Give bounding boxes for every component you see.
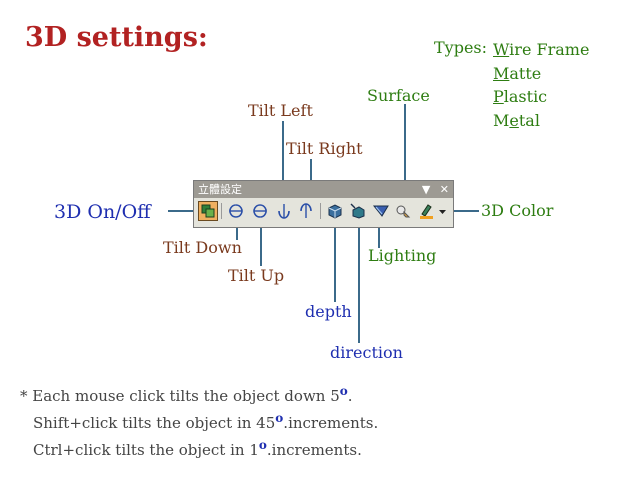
toolbar-separator xyxy=(221,203,222,219)
type-plastic: Plastic xyxy=(493,87,548,106)
leader-tilt-up xyxy=(260,222,262,266)
leader-lighting xyxy=(378,222,380,248)
label-tilt-down: Tilt Down xyxy=(163,238,242,257)
type-matte: Matte xyxy=(493,63,542,83)
types-list: Wire Frame Matte Plastic Metal xyxy=(493,38,589,132)
direction-icon xyxy=(350,203,365,219)
leader-3d-on-off xyxy=(168,210,197,212)
leader-tilt-right xyxy=(310,159,312,190)
page-title: 3D settings: xyxy=(25,22,208,53)
label-3d-color: 3D Color xyxy=(481,201,554,220)
leader-depth xyxy=(334,222,336,302)
chevron-down-icon xyxy=(439,210,446,214)
type-metal: Metal xyxy=(493,110,540,130)
3d-on-off-icon xyxy=(201,204,215,218)
toolbar-menu-icon[interactable]: ▼ xyxy=(421,183,431,196)
depth-button[interactable] xyxy=(326,202,344,220)
direction-button[interactable] xyxy=(349,202,367,220)
depth-icon xyxy=(328,204,342,219)
leader-direction xyxy=(358,222,360,343)
tilt-up-button[interactable] xyxy=(251,202,269,220)
label-lighting: Lighting xyxy=(368,246,437,265)
label-tilt-left: Tilt Left xyxy=(248,101,313,120)
toolbar-title: 立體設定 xyxy=(198,183,242,196)
3d-color-button[interactable] xyxy=(418,202,436,220)
3d-on-off-button[interactable] xyxy=(198,201,218,221)
tilt-left-icon xyxy=(278,204,290,219)
lighting-button[interactable] xyxy=(372,202,390,220)
leader-surface xyxy=(404,104,406,206)
leader-tilt-left xyxy=(282,121,284,190)
tilt-up-icon xyxy=(253,204,267,218)
usage-notes: * Each mouse click tilts the object down… xyxy=(20,380,378,461)
leader-3d-color xyxy=(448,210,479,212)
surface-icon xyxy=(396,205,411,218)
label-surface: Surface xyxy=(367,86,430,105)
tilt-down-button[interactable] xyxy=(227,202,245,220)
close-icon[interactable]: ✕ xyxy=(439,183,449,196)
label-depth: depth xyxy=(305,302,352,321)
label-3d-on-off: 3D On/Off xyxy=(54,201,151,223)
tilt-left-button[interactable] xyxy=(275,202,293,220)
note-line-1: * Each mouse click tilts the object down… xyxy=(20,384,353,405)
3d-settings-toolbar: 立體設定 ▼ ✕ xyxy=(193,180,454,228)
3d-color-dropdown[interactable] xyxy=(438,202,447,220)
toolbar-separator xyxy=(320,203,321,219)
types-label: Types: xyxy=(434,38,488,57)
tilt-down-icon xyxy=(229,204,243,218)
note-line-2: Shift+click tilts the object in 45o.incr… xyxy=(33,411,379,432)
surface-button[interactable] xyxy=(394,202,412,220)
lighting-icon xyxy=(372,205,389,217)
note-line-3: Ctrl+click tilts the object in 1o.increm… xyxy=(33,438,362,459)
label-direction: direction xyxy=(330,343,403,362)
label-tilt-up: Tilt Up xyxy=(228,266,285,285)
label-tilt-right: Tilt Right xyxy=(286,139,363,158)
3d-color-icon xyxy=(420,204,433,219)
tilt-right-icon xyxy=(300,203,312,218)
tilt-right-button[interactable] xyxy=(297,202,315,220)
leader-tilt-down xyxy=(236,222,238,240)
toolbar-title-bar[interactable]: 立體設定 ▼ ✕ xyxy=(194,181,453,198)
type-wire-frame: Wire Frame xyxy=(493,40,590,59)
